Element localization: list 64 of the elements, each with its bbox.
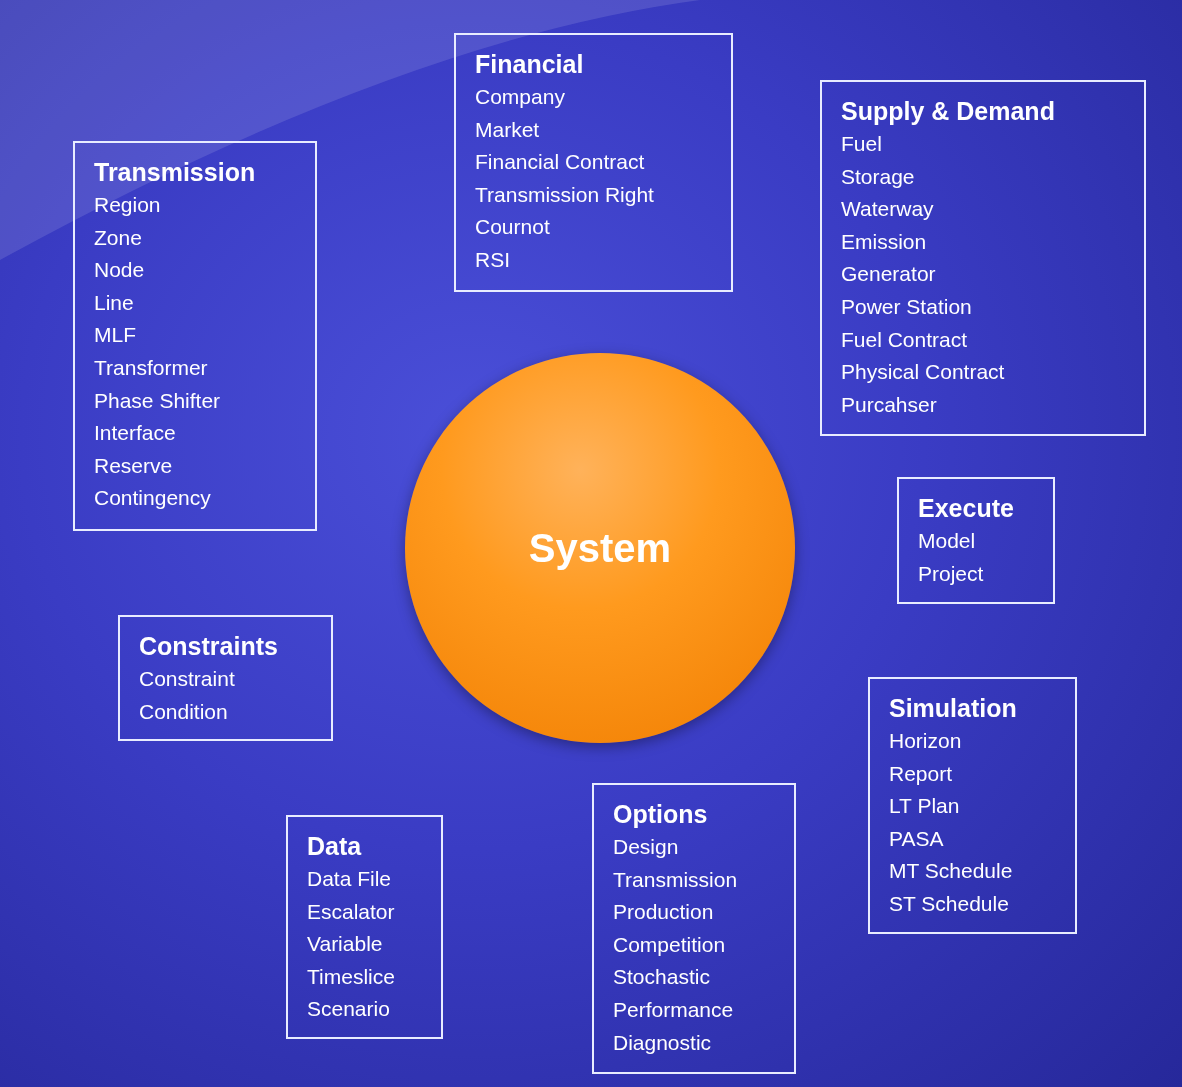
item-text: Production	[613, 899, 714, 926]
item-text: Transformer	[94, 354, 208, 381]
heading-text: Data	[307, 831, 362, 862]
item-text: Horizon	[889, 728, 962, 754]
item-text: Interface	[94, 420, 176, 447]
item-text: Storage	[841, 163, 915, 190]
item-text: Data File	[307, 866, 392, 892]
item-text: MLF	[94, 322, 136, 349]
item-text: Waterway	[841, 196, 934, 223]
item-text: Power Station	[841, 293, 972, 320]
item-text: Design	[613, 834, 679, 860]
item-text: PASA	[889, 825, 944, 852]
item-text: Financial Contract	[475, 149, 645, 176]
item-text: Market	[475, 116, 540, 143]
item-text: Model	[918, 528, 976, 554]
heading-text: Financial	[475, 49, 584, 80]
item-text: Company	[475, 84, 565, 110]
heading-text: Options	[613, 799, 708, 830]
heading-text: Constraints	[139, 631, 278, 662]
item-text: Condition	[139, 698, 228, 725]
item-text: Report	[889, 760, 953, 787]
item-text: Project	[918, 560, 984, 587]
item-text: Constraint	[139, 666, 235, 692]
heading-text: Execute	[918, 493, 1014, 524]
item-text: Performance	[613, 996, 734, 1023]
heading-text: Transmission	[94, 157, 256, 188]
category-box	[454, 33, 733, 292]
heading-text: Supply & Demand	[841, 96, 1055, 127]
item-text: Cournot	[475, 214, 550, 241]
item-text: RSI	[475, 246, 510, 273]
item-text: Escalator	[307, 898, 395, 925]
item-text: Phase Shifter	[94, 387, 221, 414]
item-text: ST Schedule	[889, 890, 1009, 917]
item-text: Scenario	[307, 996, 390, 1023]
heading-text: System	[528, 525, 672, 571]
item-text: Timeslice	[307, 963, 395, 990]
item-text: Line	[94, 289, 134, 316]
item-text: Fuel Contract	[841, 326, 968, 353]
category-box	[286, 815, 443, 1039]
item-text: Transmission	[613, 866, 738, 893]
item-text: Reserve	[94, 452, 173, 479]
category-box	[73, 141, 317, 531]
category-box	[868, 677, 1077, 934]
item-text: Node	[94, 257, 145, 284]
category-box	[820, 80, 1146, 436]
heading-text: Simulation	[889, 693, 1017, 724]
item-text: Transmission Right	[475, 181, 654, 208]
item-text: Stochastic	[613, 964, 710, 991]
item-text: Competition	[613, 931, 726, 958]
item-text: Generator	[841, 261, 936, 288]
item-text: LT Plan	[889, 793, 960, 820]
item-text: MT Schedule	[889, 858, 1013, 885]
item-text: Emission	[841, 228, 927, 255]
category-box	[897, 477, 1055, 604]
item-text: Zone	[94, 224, 142, 251]
item-text: Variable	[307, 931, 383, 958]
item-text: Contingency	[94, 485, 211, 512]
item-text: Physical Contract	[841, 359, 1005, 386]
category-box	[118, 615, 333, 741]
item-text: Diagnostic	[613, 1029, 712, 1056]
item-text: Fuel	[841, 131, 882, 157]
category-box	[592, 783, 796, 1074]
item-text: Region	[94, 192, 161, 218]
item-text: Purcahser	[841, 391, 937, 418]
